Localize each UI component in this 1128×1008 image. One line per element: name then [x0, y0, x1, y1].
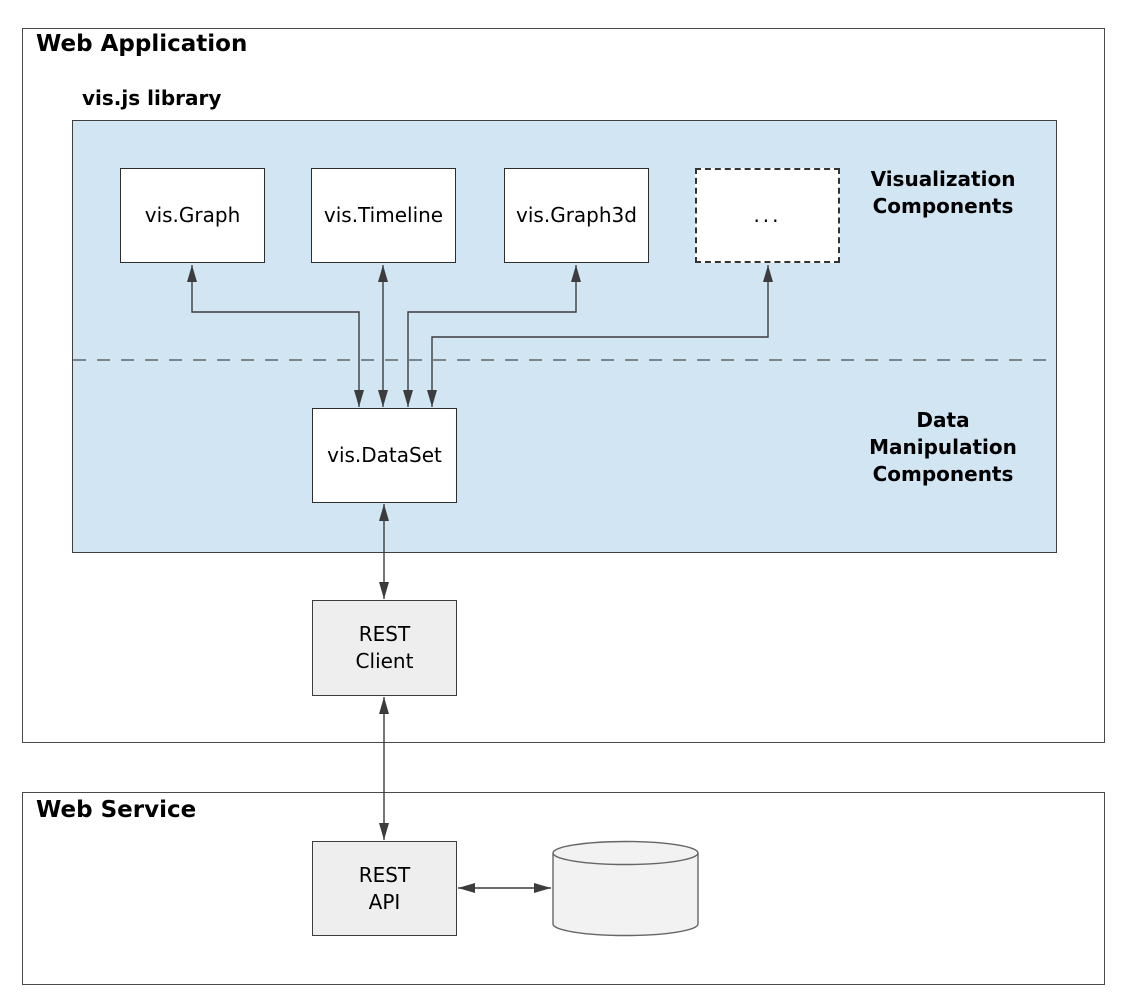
- node-rest-api-line1: REST: [358, 862, 411, 887]
- node-more-components: ...: [695, 168, 840, 263]
- node-more-components-label: ...: [753, 203, 782, 227]
- web-application-title: Web Application: [36, 31, 248, 57]
- visjs-library-label: vis.js library: [82, 86, 222, 110]
- label-data-manipulation-line3: Components: [872, 462, 1014, 486]
- node-vis-dataset-label: vis.DataSet: [327, 443, 442, 467]
- node-rest-client-line2: Client: [355, 649, 414, 673]
- label-data-manipulation-line1: Data: [916, 408, 970, 432]
- node-rest-client: REST Client: [312, 600, 457, 696]
- label-visualization-line2: Components: [872, 194, 1014, 218]
- data-cylinder-label: Data: [553, 858, 698, 928]
- node-rest-api: REST API: [312, 841, 457, 936]
- node-vis-graph3d-label: vis.Graph3d: [516, 203, 637, 227]
- web-service-title: Web Service: [36, 797, 197, 823]
- label-data-manipulation-components: Data Manipulation Components: [833, 407, 1053, 488]
- label-visualization-line1: Visualization: [870, 167, 1016, 191]
- node-vis-timeline: vis.Timeline: [311, 168, 456, 263]
- data-store-text: Data: [601, 881, 650, 905]
- label-data-manipulation-line2: Manipulation: [869, 435, 1017, 459]
- node-vis-timeline-label: vis.Timeline: [323, 203, 444, 227]
- node-vis-graph3d: vis.Graph3d: [504, 168, 649, 263]
- label-visualization-components: Visualization Components: [833, 166, 1053, 220]
- node-vis-graph-label: vis.Graph: [144, 203, 241, 227]
- node-vis-graph: vis.Graph: [120, 168, 265, 263]
- node-rest-api-line2: API: [368, 889, 401, 914]
- node-rest-client-line1: REST: [358, 622, 411, 646]
- node-vis-dataset: vis.DataSet: [312, 408, 457, 503]
